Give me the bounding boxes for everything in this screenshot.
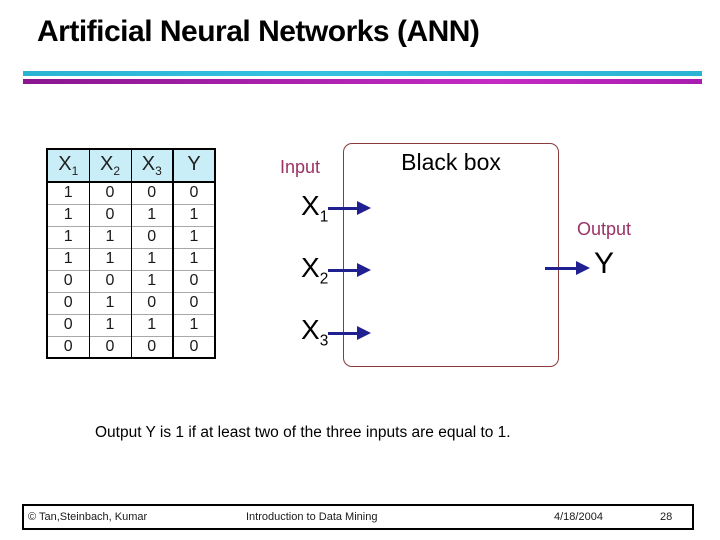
input-var-x1: X1 [301,190,329,226]
arrow-line [545,267,580,270]
footer-date: 4/18/2004 [554,511,603,523]
table-cell: 1 [47,181,89,204]
table-cell: 0 [88,269,131,292]
table-cell: 1 [130,269,173,292]
table-cell: 1 [172,225,215,248]
input-var-x3: X3 [301,314,329,350]
table-cell: 1 [130,247,173,270]
output-var-y: Y [594,247,615,280]
black-box: Black box [343,143,559,367]
table-cell: 1 [130,313,173,336]
input-arrow-x3 [328,326,371,340]
table-cell: 0 [172,269,215,292]
footer-page-number: 28 [660,511,673,523]
arrow-head-icon [357,263,371,277]
table-cell: 0 [47,291,89,314]
column-header-x3: X3 [130,149,173,183]
arrow-line [328,332,361,335]
table-cell: 0 [172,335,215,358]
arrow-head-icon [357,326,371,340]
table-cell: 1 [130,203,173,226]
table-cell: 0 [130,335,173,358]
table-cell: 0 [88,181,131,204]
table-cell: 1 [172,313,215,336]
table-cell: 1 [88,291,131,314]
output-label: Output [577,219,632,239]
column-header-y: Y [172,149,215,183]
table-header-row: X1 X2 X3 Y [47,149,215,183]
footer-bar: © Tan,Steinbach, Kumar Introduction to D… [22,504,694,530]
arrow-line [328,207,361,210]
table-cell: 0 [88,335,131,358]
truth-table-header: X1 X2 X3 Y [47,149,215,183]
table-cell: 1 [88,225,131,248]
table-cell: 1 [172,247,215,270]
column-header-x1: X1 [47,149,89,183]
table-cell: 0 [172,181,215,204]
table-cell: 0 [130,291,173,314]
table-cell: 0 [47,335,89,358]
table-cell: 1 [47,247,89,270]
table-cell: 0 [130,181,173,204]
input-label: Input [280,157,321,177]
output-arrow [545,261,590,275]
input-var-x2: X2 [301,252,329,288]
table-cell: 0 [130,225,173,248]
footer-book-title: Introduction to Data Mining [246,511,378,523]
divider-rule-cyan [23,71,702,76]
input-arrow-x2 [328,263,371,277]
black-box-label: Black box [401,149,501,175]
footer-copyright: © Tan,Steinbach, Kumar [28,511,148,523]
table-cell: 0 [47,313,89,336]
table-cell: 0 [47,269,89,292]
divider-rule-purple [23,79,702,84]
table-cell: 0 [172,291,215,314]
arrow-line [328,269,361,272]
arrow-head-icon [576,261,590,275]
table-cell: 0 [88,203,131,226]
table-cell: 1 [47,225,89,248]
table-cell: 1 [88,247,131,270]
table-cell: 1 [47,203,89,226]
arrow-head-icon [357,201,371,215]
slide-title: Artificial Neural Networks (ANN) [37,15,480,48]
table-cell: 1 [172,203,215,226]
column-header-x2: X2 [88,149,131,183]
table-cell: 1 [88,313,131,336]
input-arrow-x1 [328,201,371,215]
slide-caption: Output Y is 1 if at least two of the thr… [95,424,511,441]
